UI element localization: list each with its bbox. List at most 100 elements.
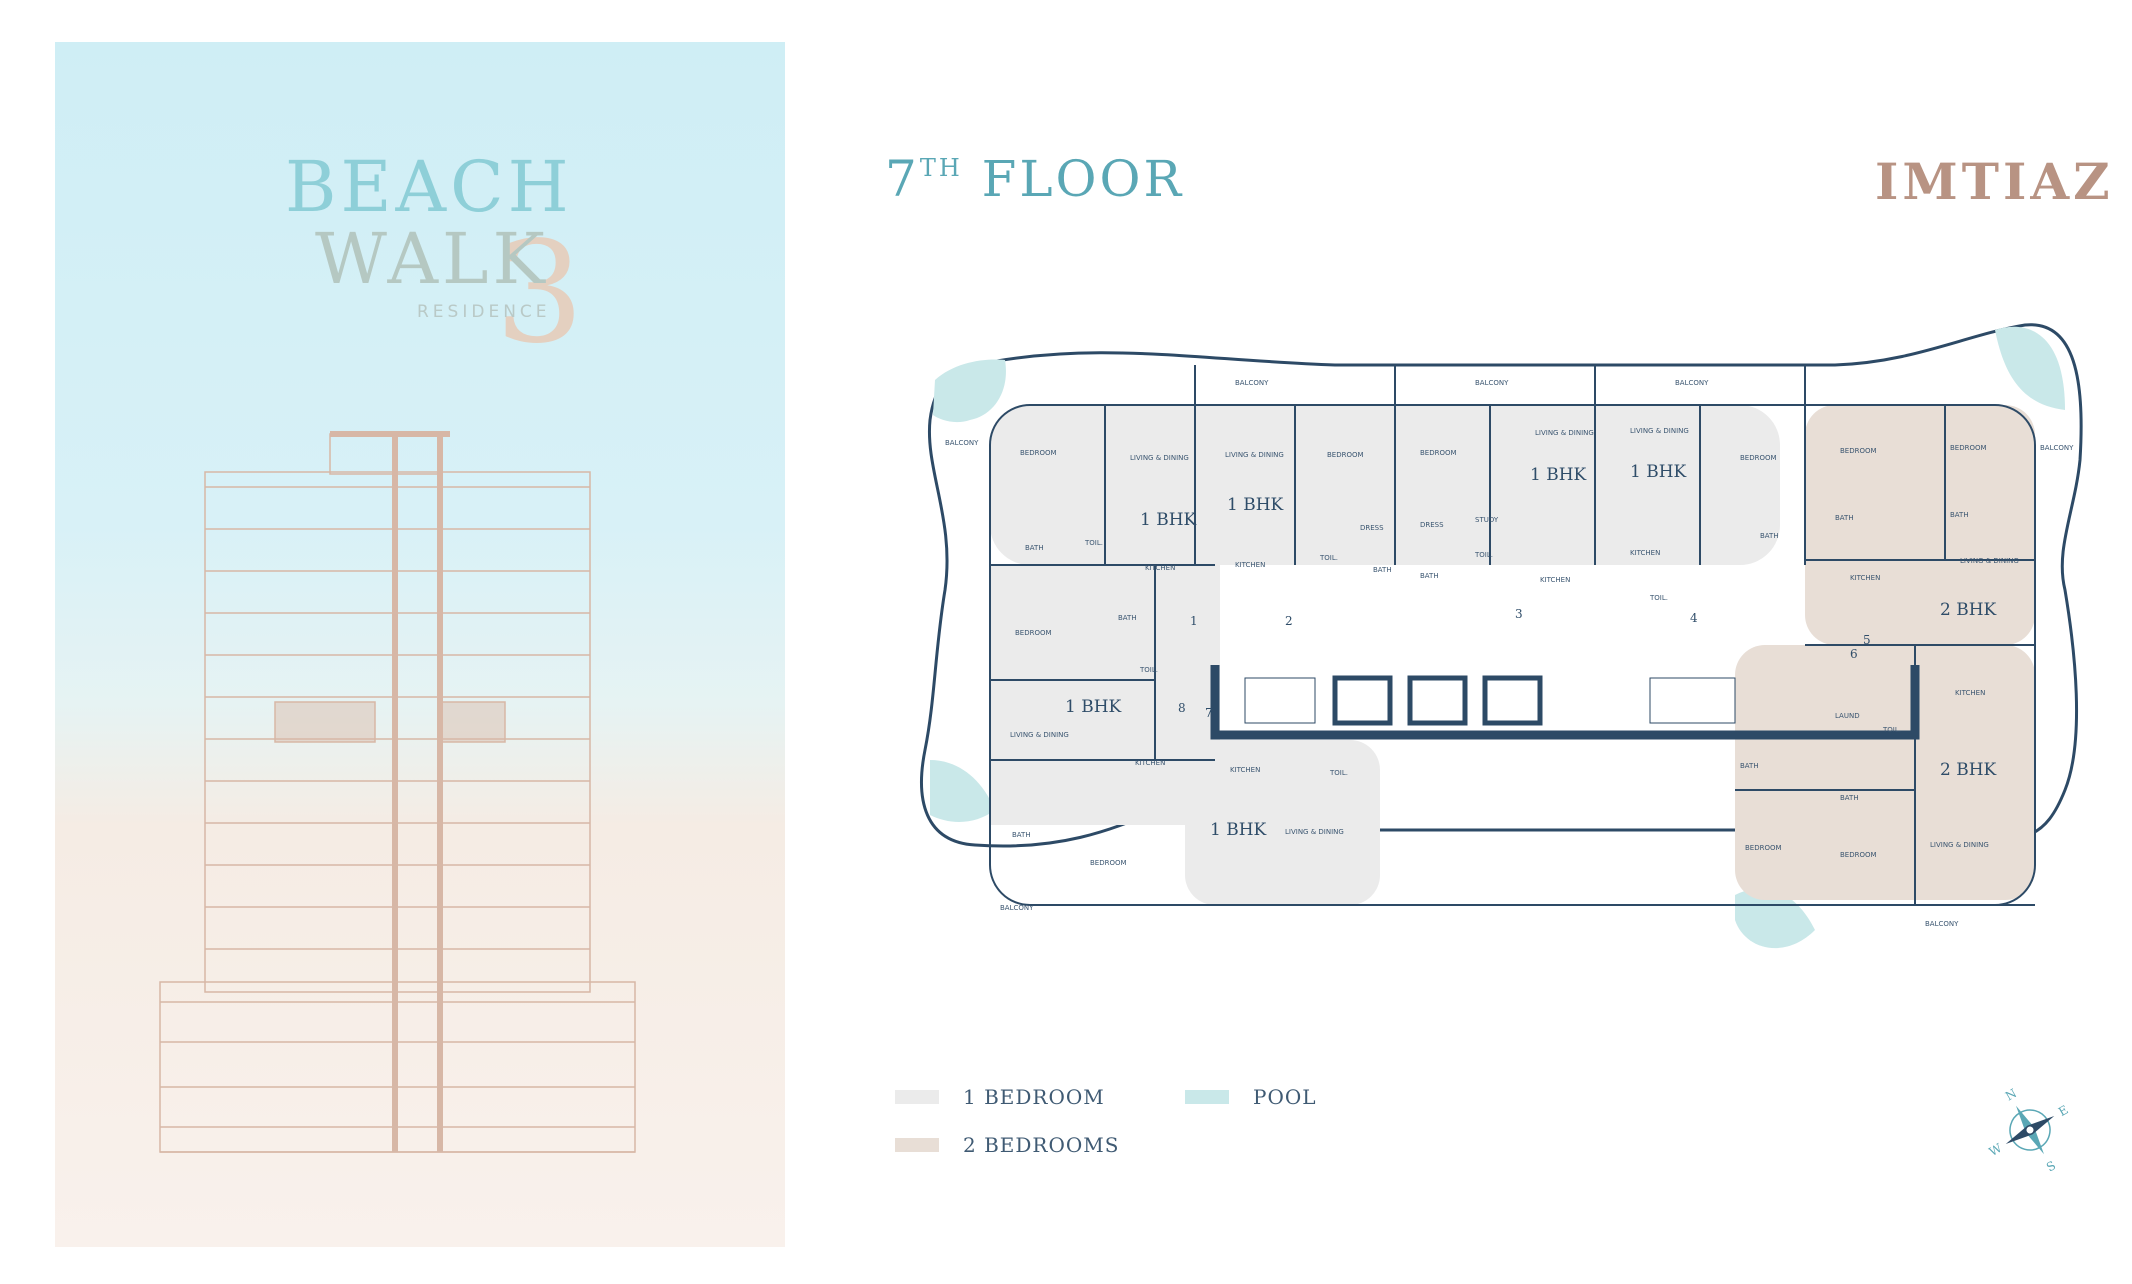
door-number: 2 [1285,614,1293,628]
room-label: KITCHEN [1955,689,1985,697]
room-label: BATH [1760,532,1779,540]
room-label: BATH [1373,566,1392,574]
balcony-label: BALCONY [1675,379,1709,387]
unit-label: 2 BHK [1940,600,1997,620]
room-label: KITCHEN [1540,576,1570,584]
compass-w: W [1987,1140,2005,1159]
room-label: BEDROOM [1740,454,1777,462]
room-label: BEDROOM [1950,444,1987,452]
compass-e: E [2056,1103,2071,1120]
room-label: LIVING & DINING [1130,454,1189,462]
unit-label: 1 BHK [1210,820,1267,840]
legend-swatch [895,1138,939,1152]
room-label: DRESS [1420,521,1444,529]
room-label: BEDROOM [1327,451,1364,459]
brand-logo: IMTIAZ [1875,152,2114,211]
door-number: 5 [1863,633,1871,647]
room-label: KITCHEN [1630,549,1660,557]
room-label: LAUND [1835,712,1860,720]
legend-item-2-bedrooms: 2 BEDROOMS [895,1133,1119,1157]
legend: 1 BEDROOM 2 BEDROOMS POOL [895,1085,1395,1185]
logo-line-1: BEACH [285,146,573,228]
room-label: LIVING & DINING [1630,427,1689,435]
room-label: LIVING & DINING [1285,828,1344,836]
building-elevation [159,431,636,1153]
pool-bottom-left [930,760,995,822]
room-label: BEDROOM [1745,844,1782,852]
room-label: KITCHEN [1145,564,1175,572]
floor-word: FLOOR [981,150,1185,208]
room-label: TOIL. [1882,726,1901,734]
unit-label: 2 BHK [1940,760,1997,780]
room-label: BATH [1012,831,1031,839]
legend-item-pool: POOL [1185,1085,1317,1109]
room-label: LIVING & DINING [1010,731,1069,739]
floor-number: 7 [885,150,920,208]
door-number: 1 [1190,614,1198,628]
room-label: KITCHEN [1230,766,1260,774]
room-label: BATH [1420,572,1439,580]
pool-bottom-right [1735,888,1815,949]
room-label: KITCHEN [1135,759,1165,767]
unit-fill-1bed-south [1185,740,1380,905]
room-label: BEDROOM [1020,449,1057,457]
logo-subtitle: RESIDENCE [417,302,551,322]
room-label: STUDY [1475,516,1499,524]
room-label: KITCHEN [1850,574,1880,582]
room-label: BATH [1950,511,1969,519]
door-number: 8 [1178,701,1186,715]
room-label: TOIL. [1329,769,1348,777]
room-label: BATH [1740,762,1759,770]
pool-top-right [1995,326,2065,410]
compass-icon: N E S W [1987,1086,2071,1174]
room-label: TOIL. [1319,554,1338,562]
room-label: KITCHEN [1235,561,1265,569]
room-label: BEDROOM [1420,449,1457,457]
building-core [1210,665,1920,740]
room-label: BEDROOM [1840,851,1877,859]
room-label: BEDROOM [1090,859,1127,867]
unit-label: 1 BHK [1530,465,1587,485]
unit-fill-2bed-southeast [1735,645,2035,900]
unit-label: 1 BHK [1140,510,1197,530]
balcony-label: BALCONY [1475,379,1509,387]
unit-label: 1 BHK [1630,462,1687,482]
room-label: BATH [1118,614,1137,622]
legend-swatch [895,1090,939,1104]
logo-line-2: WALK [315,218,549,300]
interior-walls [989,365,2036,906]
room-label: BATH [1025,544,1044,552]
floor-plan: BALCONY BALCONY BALCONY BALCONY BALCONY … [920,323,2083,949]
logo-number: 3 [495,212,585,375]
room-label: LIVING & DINING [1930,841,1989,849]
door-number: 3 [1515,607,1523,621]
floor-suffix: TH [919,154,963,182]
room-label: DRESS [1360,524,1384,532]
room-label: TOIL. [1474,551,1493,559]
balcony-label: BALCONY [2040,444,2074,452]
legend-label: 2 BEDROOMS [963,1133,1120,1157]
door-number: 6 [1850,647,1858,661]
room-label: TOIL. [1084,539,1103,547]
balcony-label: BALCONY [1235,379,1269,387]
balcony-label: BALCONY [1925,920,1959,928]
door-number: 4 [1690,611,1698,625]
room-label: LIVING & DINING [1535,429,1594,437]
compass-s: S [2044,1158,2058,1174]
floor-title: 7TH FLOOR [885,150,1184,208]
unit-label: 1 BHK [1065,697,1122,717]
balcony-label: BALCONY [1000,904,1034,912]
beach-walk-logo: 3 BEACH WALK RESIDENCE [285,152,615,402]
room-label: LIVING & DINING [1960,557,2019,565]
room-label: BATH [1835,514,1854,522]
door-number: 7 [1205,706,1213,720]
elevation-panel: 3 BEACH WALK RESIDENCE [55,42,785,1247]
unit-fill-1bed-north [990,405,1780,565]
legend-label: POOL [1253,1085,1317,1109]
room-label: LIVING & DINING [1225,451,1284,459]
room-label: BEDROOM [1840,447,1877,455]
legend-label: 1 BEDROOM [963,1085,1105,1109]
legend-item-1-bedroom: 1 BEDROOM [895,1085,1105,1109]
room-label: TOIL. [1649,594,1668,602]
balcony-label: BALCONY [945,439,979,447]
